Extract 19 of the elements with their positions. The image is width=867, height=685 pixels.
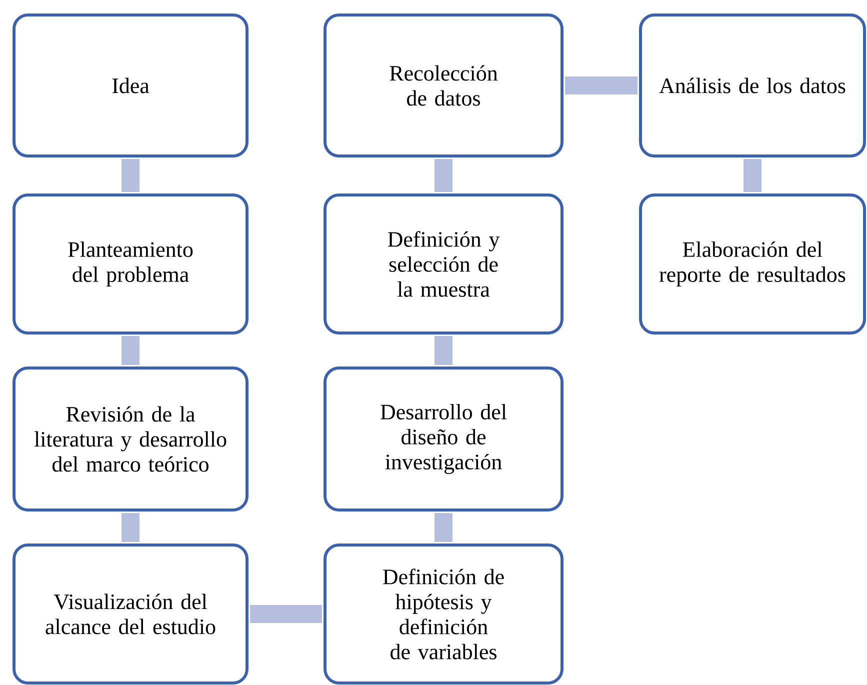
connector-bar: [565, 76, 638, 94]
process-box: Análisis de los datos: [639, 14, 866, 158]
process-box: Desarrollo del diseño de investigación: [324, 366, 564, 512]
connector-bar: [434, 159, 452, 192]
connector-bar: [122, 336, 140, 365]
process-box: Recolección de datos: [324, 14, 564, 158]
connector-bar: [122, 159, 140, 192]
process-box: Definición de hipótesis y definición de variables: [324, 544, 564, 684]
connector-bar: [122, 513, 140, 542]
process-box: Definición y selección de la muestra: [324, 194, 564, 334]
process-box: Idea: [12, 14, 248, 158]
connector-bar: [250, 605, 322, 623]
process-box: Elaboración del reporte de resultados: [639, 194, 866, 334]
connector-bar: [744, 159, 762, 192]
connector-bar: [434, 513, 452, 542]
process-box: Planteamiento del problema: [12, 194, 248, 334]
process-box: Visualización del alcance del estudio: [12, 544, 248, 684]
process-box: Revisión de la literatura y desarrollo del marco teórico: [12, 366, 248, 512]
connector-bar: [434, 336, 452, 365]
